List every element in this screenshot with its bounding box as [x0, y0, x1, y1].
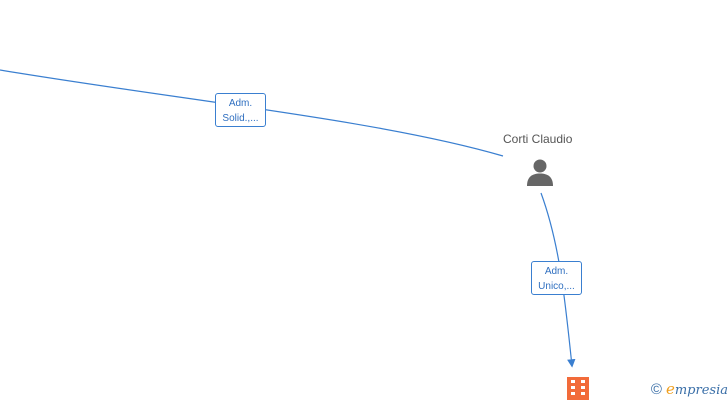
edge-solid-admin [0, 69, 504, 157]
empresia-watermark: © empresia [651, 378, 728, 400]
person-name-label[interactable]: Corti Claudio [503, 132, 573, 146]
relation-badge-unico[interactable]: Adm. Unico,... [531, 261, 582, 295]
brand-name: empresia [666, 380, 728, 398]
brand-name-rest: mpresia [674, 383, 728, 398]
relation-badge-solid-line2: Solid.,... [222, 113, 259, 124]
relation-badge-solid-line1: Adm. [228, 98, 253, 109]
relation-badge-unico-line1: Adm. [544, 266, 569, 277]
brand-name-initial: e [665, 380, 675, 398]
relation-badge-unico-line2: Unico,... [538, 281, 575, 292]
person-icon[interactable] [525, 157, 555, 187]
copyright-symbol: © [650, 380, 662, 398]
relation-badge-solid[interactable]: Adm. Solid.,... [215, 93, 266, 127]
building-icon[interactable] [566, 376, 590, 400]
